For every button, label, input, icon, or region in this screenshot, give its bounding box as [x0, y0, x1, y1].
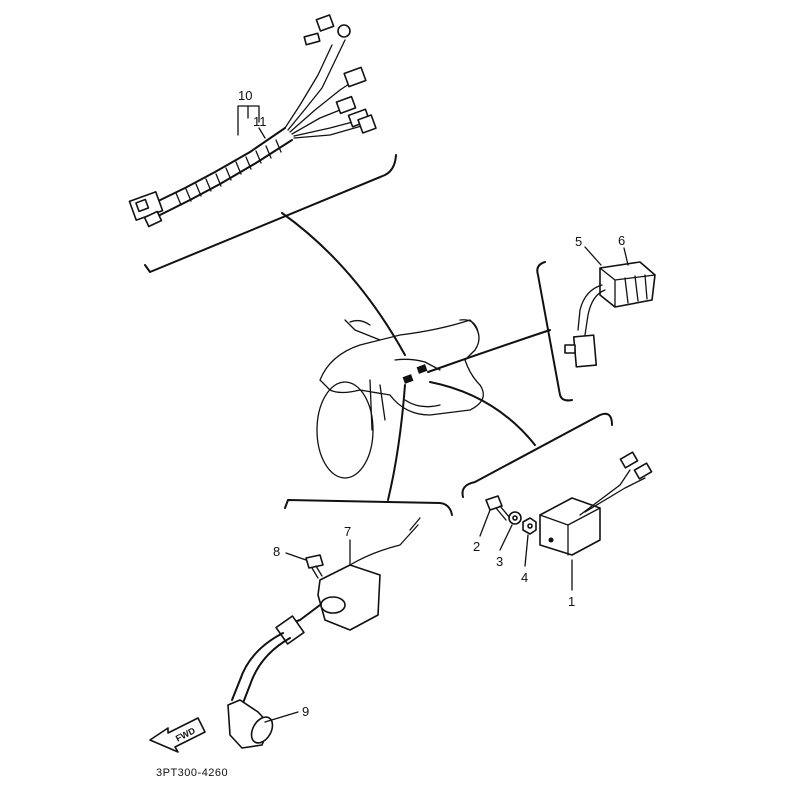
callout-3: 3: [496, 554, 503, 569]
ignition-coil-assembly: [227, 517, 421, 749]
leader-regulator: [427, 329, 551, 373]
callout-6: 6: [618, 233, 625, 248]
cdi-unit-assembly: [485, 451, 653, 556]
part-code: 3PT300-4260: [156, 767, 228, 779]
callout-2: 2: [473, 539, 480, 554]
callout-5: 5: [575, 234, 582, 249]
coil-group-bracket: [284, 499, 453, 516]
callout-7: 7: [344, 524, 351, 539]
callout-10: 10: [238, 88, 252, 103]
leader-cdi: [429, 381, 536, 446]
leader-coil: [387, 384, 406, 501]
callout-9: 9: [302, 704, 309, 719]
callout-1: 1: [568, 594, 575, 609]
harness-group-bracket: [144, 154, 397, 273]
cdi-group-bracket: [461, 412, 613, 498]
regulator-assembly: [564, 261, 656, 368]
leader-harness: [281, 212, 406, 356]
motorcycle-silhouette: [316, 319, 484, 479]
wire-harness: [128, 14, 377, 228]
callout-8: 8: [273, 544, 280, 559]
regulator-group-bracket: [536, 261, 573, 402]
callout-leaders: [237, 105, 629, 723]
forward-direction-arrow: FWD: [149, 717, 206, 753]
callout-4: 4: [521, 570, 528, 585]
callout-11: 11: [253, 114, 267, 129]
